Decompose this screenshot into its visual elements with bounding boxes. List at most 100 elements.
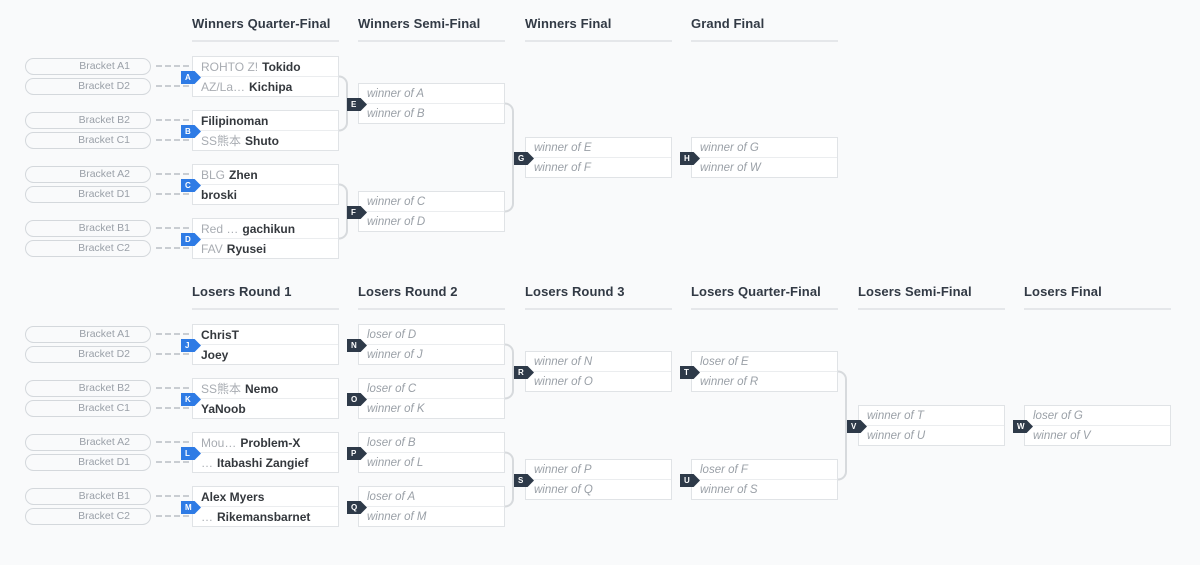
seed-pill[interactable]: Bracket C1 xyxy=(25,400,151,417)
seed-pill[interactable]: Bracket B2 xyxy=(25,112,151,129)
title-underline xyxy=(192,308,339,310)
placeholder-slot: winner of K xyxy=(359,398,504,418)
match-badge: L xyxy=(181,447,201,460)
placeholder-slot: winner of C xyxy=(367,195,426,208)
seed-pill[interactable]: Bracket C2 xyxy=(25,508,151,525)
player-slot: Joey xyxy=(193,344,338,364)
match-t[interactable]: T loser of E winner of R xyxy=(680,351,838,392)
match-badge: H xyxy=(680,152,700,165)
match-g[interactable]: G winner of E winner of F xyxy=(514,137,672,178)
seed-pill[interactable]: Bracket A1 xyxy=(25,326,151,343)
title-underline xyxy=(691,40,838,42)
match-q[interactable]: Q loser of A winner of M xyxy=(347,486,505,527)
seed-pill[interactable]: Bracket B2 xyxy=(25,380,151,397)
player-slot: ChrisT xyxy=(201,327,240,342)
match-badge: O xyxy=(347,393,367,406)
placeholder-slot: winner of U xyxy=(859,425,1004,445)
placeholder-slot: winner of J xyxy=(359,344,504,364)
match-badge: S xyxy=(514,474,534,487)
placeholder-slot: winner of L xyxy=(359,452,504,472)
seed-dashed-wire xyxy=(156,119,189,121)
player-slot: Alex Myers xyxy=(201,489,265,504)
seed-pill[interactable]: Bracket A2 xyxy=(25,434,151,451)
round-title-losers-final: Losers Final xyxy=(1024,284,1171,310)
seed-dashed-wire xyxy=(156,461,189,463)
placeholder-slot: winner of A xyxy=(367,87,425,100)
match-badge: D xyxy=(181,233,201,246)
placeholder-slot: winner of F xyxy=(526,157,671,177)
title-underline xyxy=(691,308,838,310)
placeholder-slot: winner of R xyxy=(692,371,837,391)
match-badge: G xyxy=(514,152,534,165)
match-f[interactable]: F winner of C winner of D xyxy=(347,191,505,232)
match-w[interactable]: W loser of G winner of V xyxy=(1013,405,1171,446)
placeholder-slot: loser of G xyxy=(1033,409,1083,422)
placeholder-slot: loser of E xyxy=(700,355,749,368)
round-title-winners-final: Winners Final xyxy=(525,16,672,42)
match-badge: A xyxy=(181,71,201,84)
seed-dashed-wire xyxy=(156,407,189,409)
placeholder-slot: winner of V xyxy=(1025,425,1170,445)
round-title-losers-round-3: Losers Round 3 xyxy=(525,284,672,310)
match-j[interactable]: J ChrisT Joey xyxy=(181,324,339,365)
match-l[interactable]: L Mou…Problem-X …Itabashi Zangief xyxy=(181,432,339,473)
round-title-grand-final: Grand Final xyxy=(691,16,838,42)
match-o[interactable]: O loser of C winner of K xyxy=(347,378,505,419)
seed-pill[interactable]: Bracket D1 xyxy=(25,454,151,471)
title-underline xyxy=(192,40,339,42)
match-badge: C xyxy=(181,179,201,192)
seed-pill[interactable]: Bracket D2 xyxy=(25,78,151,95)
match-v[interactable]: V winner of T winner of U xyxy=(847,405,1005,446)
placeholder-slot: winner of D xyxy=(359,211,504,231)
seed-pill[interactable]: Bracket B1 xyxy=(25,488,151,505)
seed-pill[interactable]: Bracket A1 xyxy=(25,58,151,75)
title-underline xyxy=(358,40,505,42)
player-slot: AZ/La…Kichipa xyxy=(193,76,338,96)
placeholder-slot: winner of S xyxy=(692,479,837,499)
match-badge: Q xyxy=(347,501,367,514)
title-underline xyxy=(525,40,672,42)
match-a[interactable]: A ROHTO Z!Tokido AZ/La…Kichipa xyxy=(181,56,339,97)
seed-pill[interactable]: Bracket D1 xyxy=(25,186,151,203)
seed-pill[interactable]: Bracket D2 xyxy=(25,346,151,363)
match-badge: E xyxy=(347,98,367,111)
match-badge: T xyxy=(680,366,700,379)
placeholder-slot: winner of N xyxy=(534,355,593,368)
seed-dashed-wire xyxy=(156,193,189,195)
match-u[interactable]: U loser of F winner of S xyxy=(680,459,838,500)
match-e[interactable]: E winner of A winner of B xyxy=(347,83,505,124)
match-s[interactable]: S winner of P winner of Q xyxy=(514,459,672,500)
placeholder-slot: loser of C xyxy=(367,382,417,395)
seed-pill[interactable]: Bracket C1 xyxy=(25,132,151,149)
seed-pill[interactable]: Bracket A2 xyxy=(25,166,151,183)
round-title-winners-quarter-final: Winners Quarter-Final xyxy=(192,16,339,42)
match-p[interactable]: P loser of B winner of L xyxy=(347,432,505,473)
match-badge: P xyxy=(347,447,367,460)
placeholder-slot: loser of A xyxy=(367,490,416,503)
round-title-losers-round-1: Losers Round 1 xyxy=(192,284,339,310)
placeholder-slot: loser of F xyxy=(700,463,748,476)
seed-pill[interactable]: Bracket B1 xyxy=(25,220,151,237)
match-m[interactable]: M Alex Myers …Rikemansbarnet xyxy=(181,486,339,527)
placeholder-slot: winner of T xyxy=(867,409,924,422)
match-r[interactable]: R winner of N winner of O xyxy=(514,351,672,392)
player-slot: …Rikemansbarnet xyxy=(193,506,338,526)
title-underline xyxy=(858,308,1005,310)
match-n[interactable]: N loser of D winner of J xyxy=(347,324,505,365)
match-h[interactable]: H winner of G winner of W xyxy=(680,137,838,178)
player-slot: …Itabashi Zangief xyxy=(193,452,338,472)
player-slot: broski xyxy=(193,184,338,204)
player-slot: Red …gachikun xyxy=(201,221,296,236)
seed-dashed-wire xyxy=(156,333,189,335)
seed-dashed-wire xyxy=(156,353,189,355)
placeholder-slot: loser of B xyxy=(367,436,416,449)
seed-pill[interactable]: Bracket C2 xyxy=(25,240,151,257)
match-badge: V xyxy=(847,420,867,433)
match-badge: N xyxy=(347,339,367,352)
round-title-losers-round-2: Losers Round 2 xyxy=(358,284,505,310)
